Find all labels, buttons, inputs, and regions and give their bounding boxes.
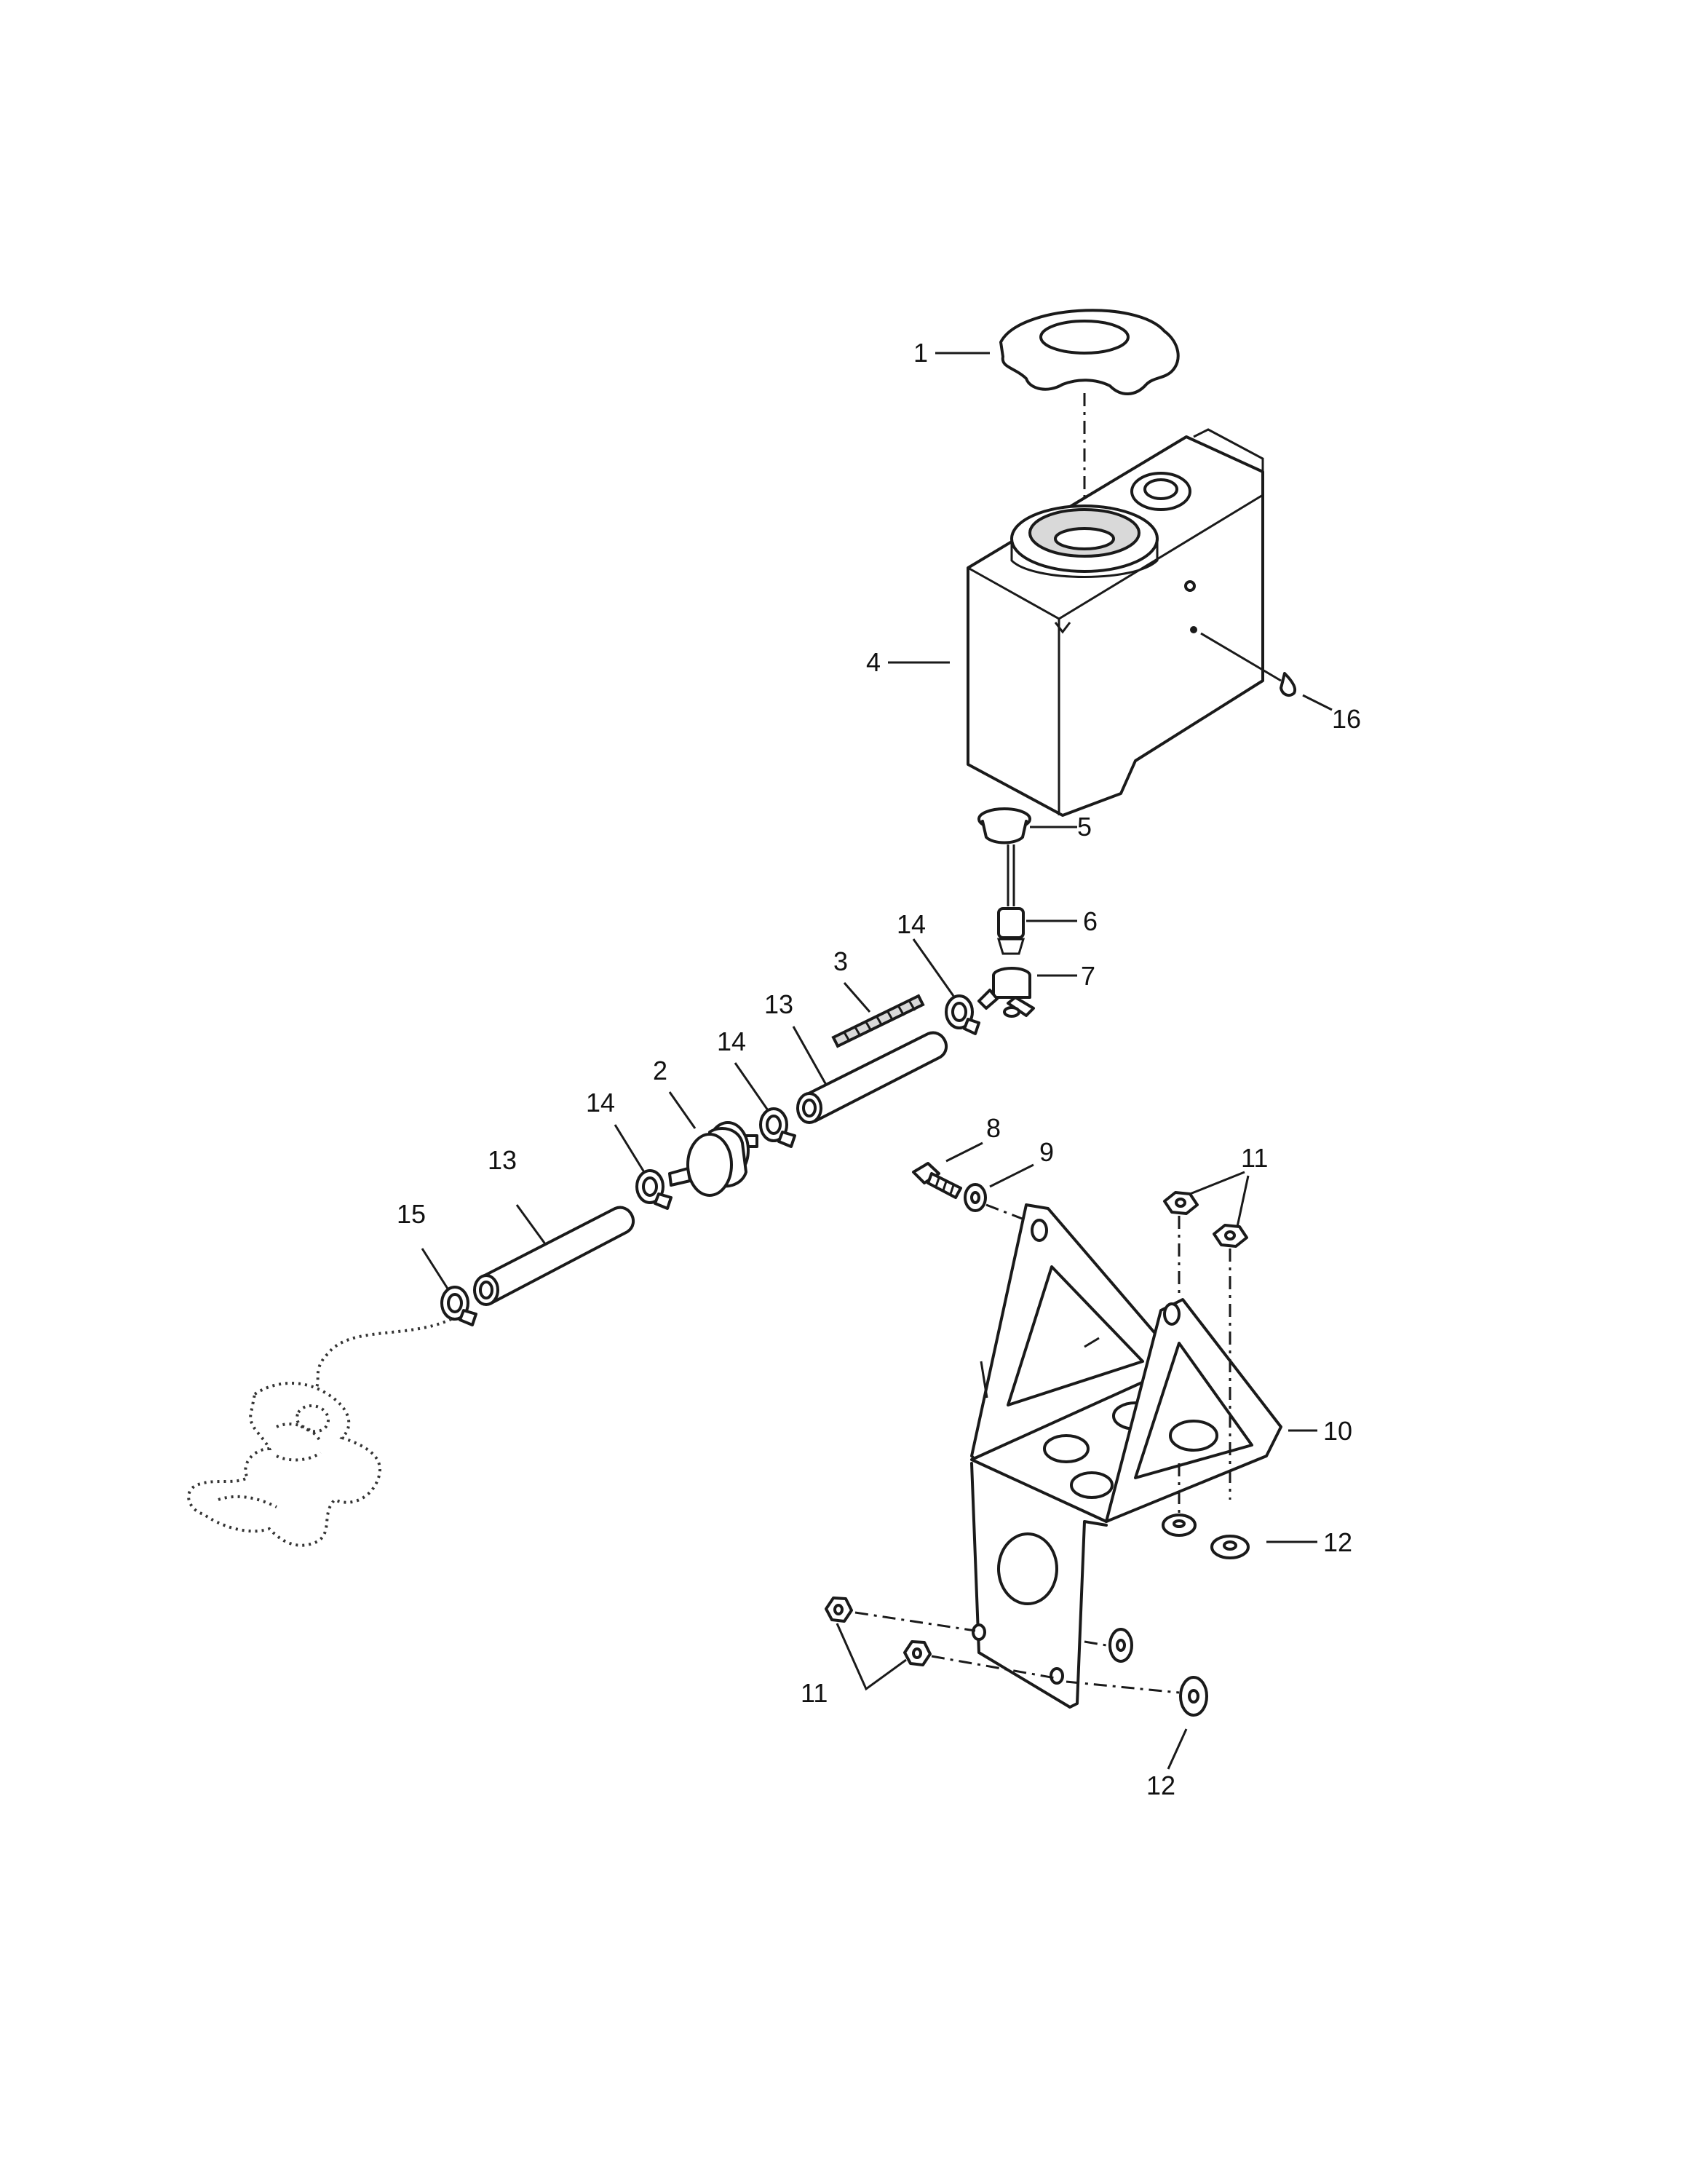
hose-clamp-upper (945, 994, 980, 1035)
callout-12-top: 12 (1323, 1527, 1352, 1557)
callout-13-upper: 13 (764, 989, 793, 1019)
leader-11-top (1189, 1171, 1250, 1227)
washer-12-bottom-b (1179, 1676, 1208, 1717)
hose-clamp-end (440, 1286, 477, 1326)
mounting-bracket (970, 1203, 1282, 1709)
shut-off-valve (977, 967, 1035, 1018)
nut-11-bottom-a (825, 1597, 853, 1623)
leader-15 (421, 1248, 449, 1289)
nut-11-top-a (1163, 1191, 1199, 1215)
callout-6: 6 (1083, 906, 1098, 936)
leader-16-a (1200, 632, 1282, 682)
washer-12-top-a (1162, 1514, 1197, 1537)
leader-11-bottom (836, 1623, 907, 1691)
leader-13-lower (515, 1204, 547, 1246)
fluid-tank (967, 428, 1264, 817)
assembly-line-nut-c (854, 1611, 976, 1632)
callout-5: 5 (1077, 812, 1092, 842)
callout-11-bottom: 11 (801, 1678, 828, 1708)
inline-filter (668, 1121, 758, 1197)
leader-14-middle (734, 1062, 769, 1111)
pickup-filter (996, 844, 1026, 955)
washer-12-top-b (1210, 1535, 1250, 1559)
callout-15: 15 (397, 1199, 426, 1229)
grommet (977, 807, 1031, 844)
hose-clamp-middle (759, 1107, 796, 1148)
leader-16-b (1302, 694, 1333, 711)
callout-13-lower: 13 (488, 1145, 517, 1175)
leader-12-bottom (1167, 1728, 1188, 1770)
tank-cap (999, 309, 1180, 395)
callout-7: 7 (1081, 961, 1095, 991)
hose-clamp-lower (635, 1169, 673, 1210)
bolt (912, 1162, 962, 1199)
assembly-line-nut-d (931, 1655, 1056, 1679)
callout-3: 3 (833, 946, 848, 976)
leader-13-upper (792, 1026, 828, 1085)
callout-1: 1 (913, 338, 928, 368)
washer-12-bottom-a (1108, 1628, 1133, 1663)
callout-10: 10 (1323, 1416, 1352, 1446)
assembly-line-washer-c (1084, 1640, 1107, 1647)
leader-9 (989, 1163, 1034, 1188)
hose-lower (473, 1206, 635, 1306)
leader-14-lower (614, 1124, 646, 1173)
phantom-carburetor (187, 1318, 452, 1547)
leader-14-upper (912, 938, 955, 997)
callout-2: 2 (653, 1056, 667, 1085)
tank-plug (1280, 672, 1297, 697)
assembly-line-washer-d (1066, 1680, 1180, 1694)
hose-upper (796, 1031, 948, 1124)
nut-11-top-b (1213, 1224, 1248, 1248)
callout-14-upper: 14 (897, 909, 926, 939)
leader-8 (945, 1142, 983, 1163)
leader-3 (843, 982, 871, 1013)
callout-8: 8 (986, 1113, 1001, 1143)
callout-9: 9 (1039, 1137, 1054, 1167)
leader-2 (668, 1091, 697, 1129)
spring (831, 994, 925, 1048)
washer-9 (964, 1183, 987, 1212)
callout-16: 16 (1332, 704, 1361, 734)
nut-11-bottom-b (903, 1640, 932, 1666)
callout-12-bottom: 12 (1146, 1770, 1175, 1800)
callout-14-lower: 14 (586, 1088, 615, 1117)
callout-11-top: 11 (1241, 1143, 1268, 1173)
callout-14-middle: 14 (717, 1026, 746, 1056)
callout-4: 4 (866, 647, 881, 677)
